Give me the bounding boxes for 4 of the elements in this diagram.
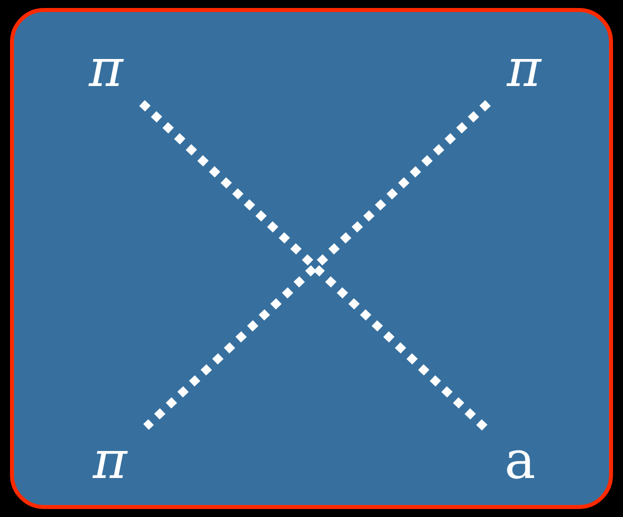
particle-label: π (88, 43, 124, 95)
particle-label: a (504, 435, 536, 487)
particle-label: π (506, 43, 542, 95)
particle-label: π (92, 435, 128, 487)
